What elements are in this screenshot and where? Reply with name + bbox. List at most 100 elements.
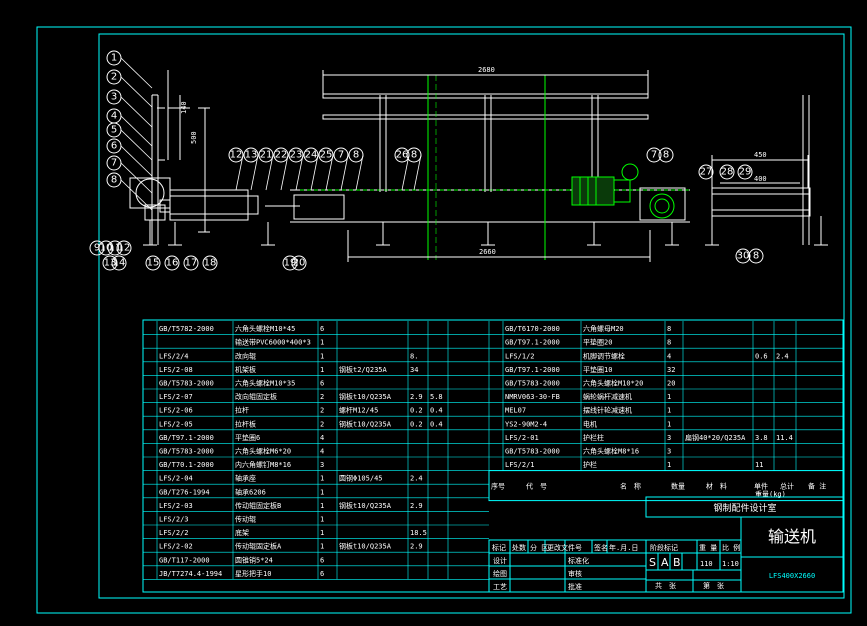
bom-cell-name: 轴承6206 xyxy=(235,487,266,496)
part-balloon: 18 xyxy=(202,255,218,271)
bom-cell-qty: 1 xyxy=(320,475,324,483)
bom-cell-name: 传动辊固定板B xyxy=(235,501,281,510)
bom-cell-std: LFS/2-08 xyxy=(159,366,193,374)
title-block: 钢制配件设计室 输送机 LFS400X2660 阶段标记 重 量 比 例 S A… xyxy=(645,496,844,593)
bom-cell-qty: 8 xyxy=(667,325,671,333)
dim-2660: 2660 xyxy=(479,248,496,256)
bom-cell-qty: 6 xyxy=(320,556,324,564)
bom-cell-name: 六角头螺栓M10*20 xyxy=(583,379,643,388)
bom-cell-qty: 1 xyxy=(320,543,324,551)
balloon-label: 6 xyxy=(111,141,117,152)
balloon-label: 21 xyxy=(260,150,273,161)
bom-cell-qty: 1 xyxy=(667,420,671,428)
bom-cell-name: 机架板 xyxy=(235,365,256,374)
part-balloon: 23 xyxy=(288,147,304,191)
bom-cell-name: 星形把手10 xyxy=(235,569,271,578)
bom-cell-w1: 2.9 xyxy=(410,393,423,401)
left-side-view: 140 500 xyxy=(129,70,210,246)
bom-cell-name: 改向辊固定板 xyxy=(235,392,277,401)
part-balloon: 5 xyxy=(106,122,153,161)
balloon-label: 11 xyxy=(109,243,122,254)
bom-cell-name: 六角头螺栓M10*35 xyxy=(235,379,295,388)
balloon-label: 15 xyxy=(147,258,160,269)
bom-cell-name: 六角螺母M20 xyxy=(583,324,624,333)
bom-cell-qty: 4 xyxy=(320,448,324,456)
balloon-label: 7 xyxy=(651,150,657,161)
bom-cell-name: 拉杆 xyxy=(235,406,249,415)
bom-header-single: 单件 xyxy=(754,482,768,491)
balloon-label: 1 xyxy=(111,53,117,64)
bom-cell-w2: 11.4 xyxy=(776,434,793,442)
bom-cell-qty: 1 xyxy=(667,461,671,469)
bom-cell-name: 六角头螺栓M10*45 xyxy=(235,324,295,333)
bom-cell-w1: 34 xyxy=(410,366,418,374)
bom-cell-name: 平垫圈20 xyxy=(583,338,612,347)
standardize-label: 标准化 xyxy=(568,556,589,565)
balloon-label: 17 xyxy=(185,258,198,269)
part-balloon: 20 xyxy=(291,255,307,271)
drawing-number: LFS400X2660 xyxy=(769,572,815,580)
stage-b: B xyxy=(673,556,681,569)
bom-cell-w2: 0.4 xyxy=(430,420,443,428)
bom-cell-std: GB/T117-2000 xyxy=(159,556,210,564)
rev-zone: 分 区 xyxy=(530,543,548,552)
bom-cell-std: GB/T70.1-2000 xyxy=(159,461,214,469)
rev-mark: 标记 xyxy=(492,543,506,552)
bom-cell-qty: 1 xyxy=(320,488,324,496)
balloon-label: 8 xyxy=(663,150,669,161)
bom-cell-std: MEL07 xyxy=(505,407,526,415)
bom-cell-mat: 螺杆M12/45 xyxy=(339,406,378,415)
bom-cell-w1: 0.2 xyxy=(410,420,423,428)
bom-cell-std: GB/T97.1-2000 xyxy=(505,366,560,374)
part-balloon: 3 xyxy=(106,89,153,128)
bom-header-remark: 备 注 xyxy=(808,482,826,491)
balloon-label: 13 xyxy=(104,258,117,269)
weight-value: 110 xyxy=(700,560,713,568)
part-balloon: 21 xyxy=(258,147,274,191)
bom-cell-w1: 0.6 xyxy=(755,352,768,360)
bom-cell-name: 护栏柱 xyxy=(583,433,604,442)
bom-cell-name: 蜗轮蜗杆减速机 xyxy=(583,392,632,401)
bom-cell-qty: 4 xyxy=(667,352,671,360)
bom-cell-mat: 扁钢40*20/Q235A xyxy=(685,433,746,442)
bom-cell-w2: 5.8 xyxy=(430,393,443,401)
part-balloon: 25 xyxy=(318,147,334,191)
part-balloon: 9 xyxy=(89,240,105,256)
sheets-total: 共 张 xyxy=(655,581,676,590)
balloon-label: 25 xyxy=(320,150,333,161)
bom-cell-qty: 1 xyxy=(320,502,324,510)
bom-header: 序号代 号名 称数量材 料单件总计备 注重量(kg) xyxy=(488,470,844,502)
rev-date: 年.月.日 xyxy=(609,543,638,552)
bom-header-code: 代 号 xyxy=(526,482,547,491)
balloon-label: 12 xyxy=(230,150,243,161)
rev-count: 处数 xyxy=(512,543,526,552)
bom-cell-qty: 1 xyxy=(320,339,324,347)
balloon-label: 24 xyxy=(305,150,318,161)
stage-s: S xyxy=(649,556,656,569)
balloon-label: 16 xyxy=(166,258,179,269)
bom-cell-std: LFS/2/4 xyxy=(159,352,189,360)
balloon-label: 8 xyxy=(353,150,359,161)
bom-cell-mat: 钢板t10/Q235A xyxy=(339,542,392,551)
bom-cell-std: GB/T97.1-2000 xyxy=(159,434,214,442)
balloon-label: 10 xyxy=(100,243,113,254)
balloon-label: 20 xyxy=(293,258,306,269)
bom-cell-name: 拉杆板 xyxy=(235,419,256,428)
bom-cell-name: 改向辊 xyxy=(235,351,256,360)
bom-cell-w1: 8. xyxy=(410,352,418,360)
bom-cell-name: 摆线针轮减速机 xyxy=(583,406,632,415)
balloon-label: 14 xyxy=(113,258,126,269)
part-balloon: 29 xyxy=(737,164,753,180)
